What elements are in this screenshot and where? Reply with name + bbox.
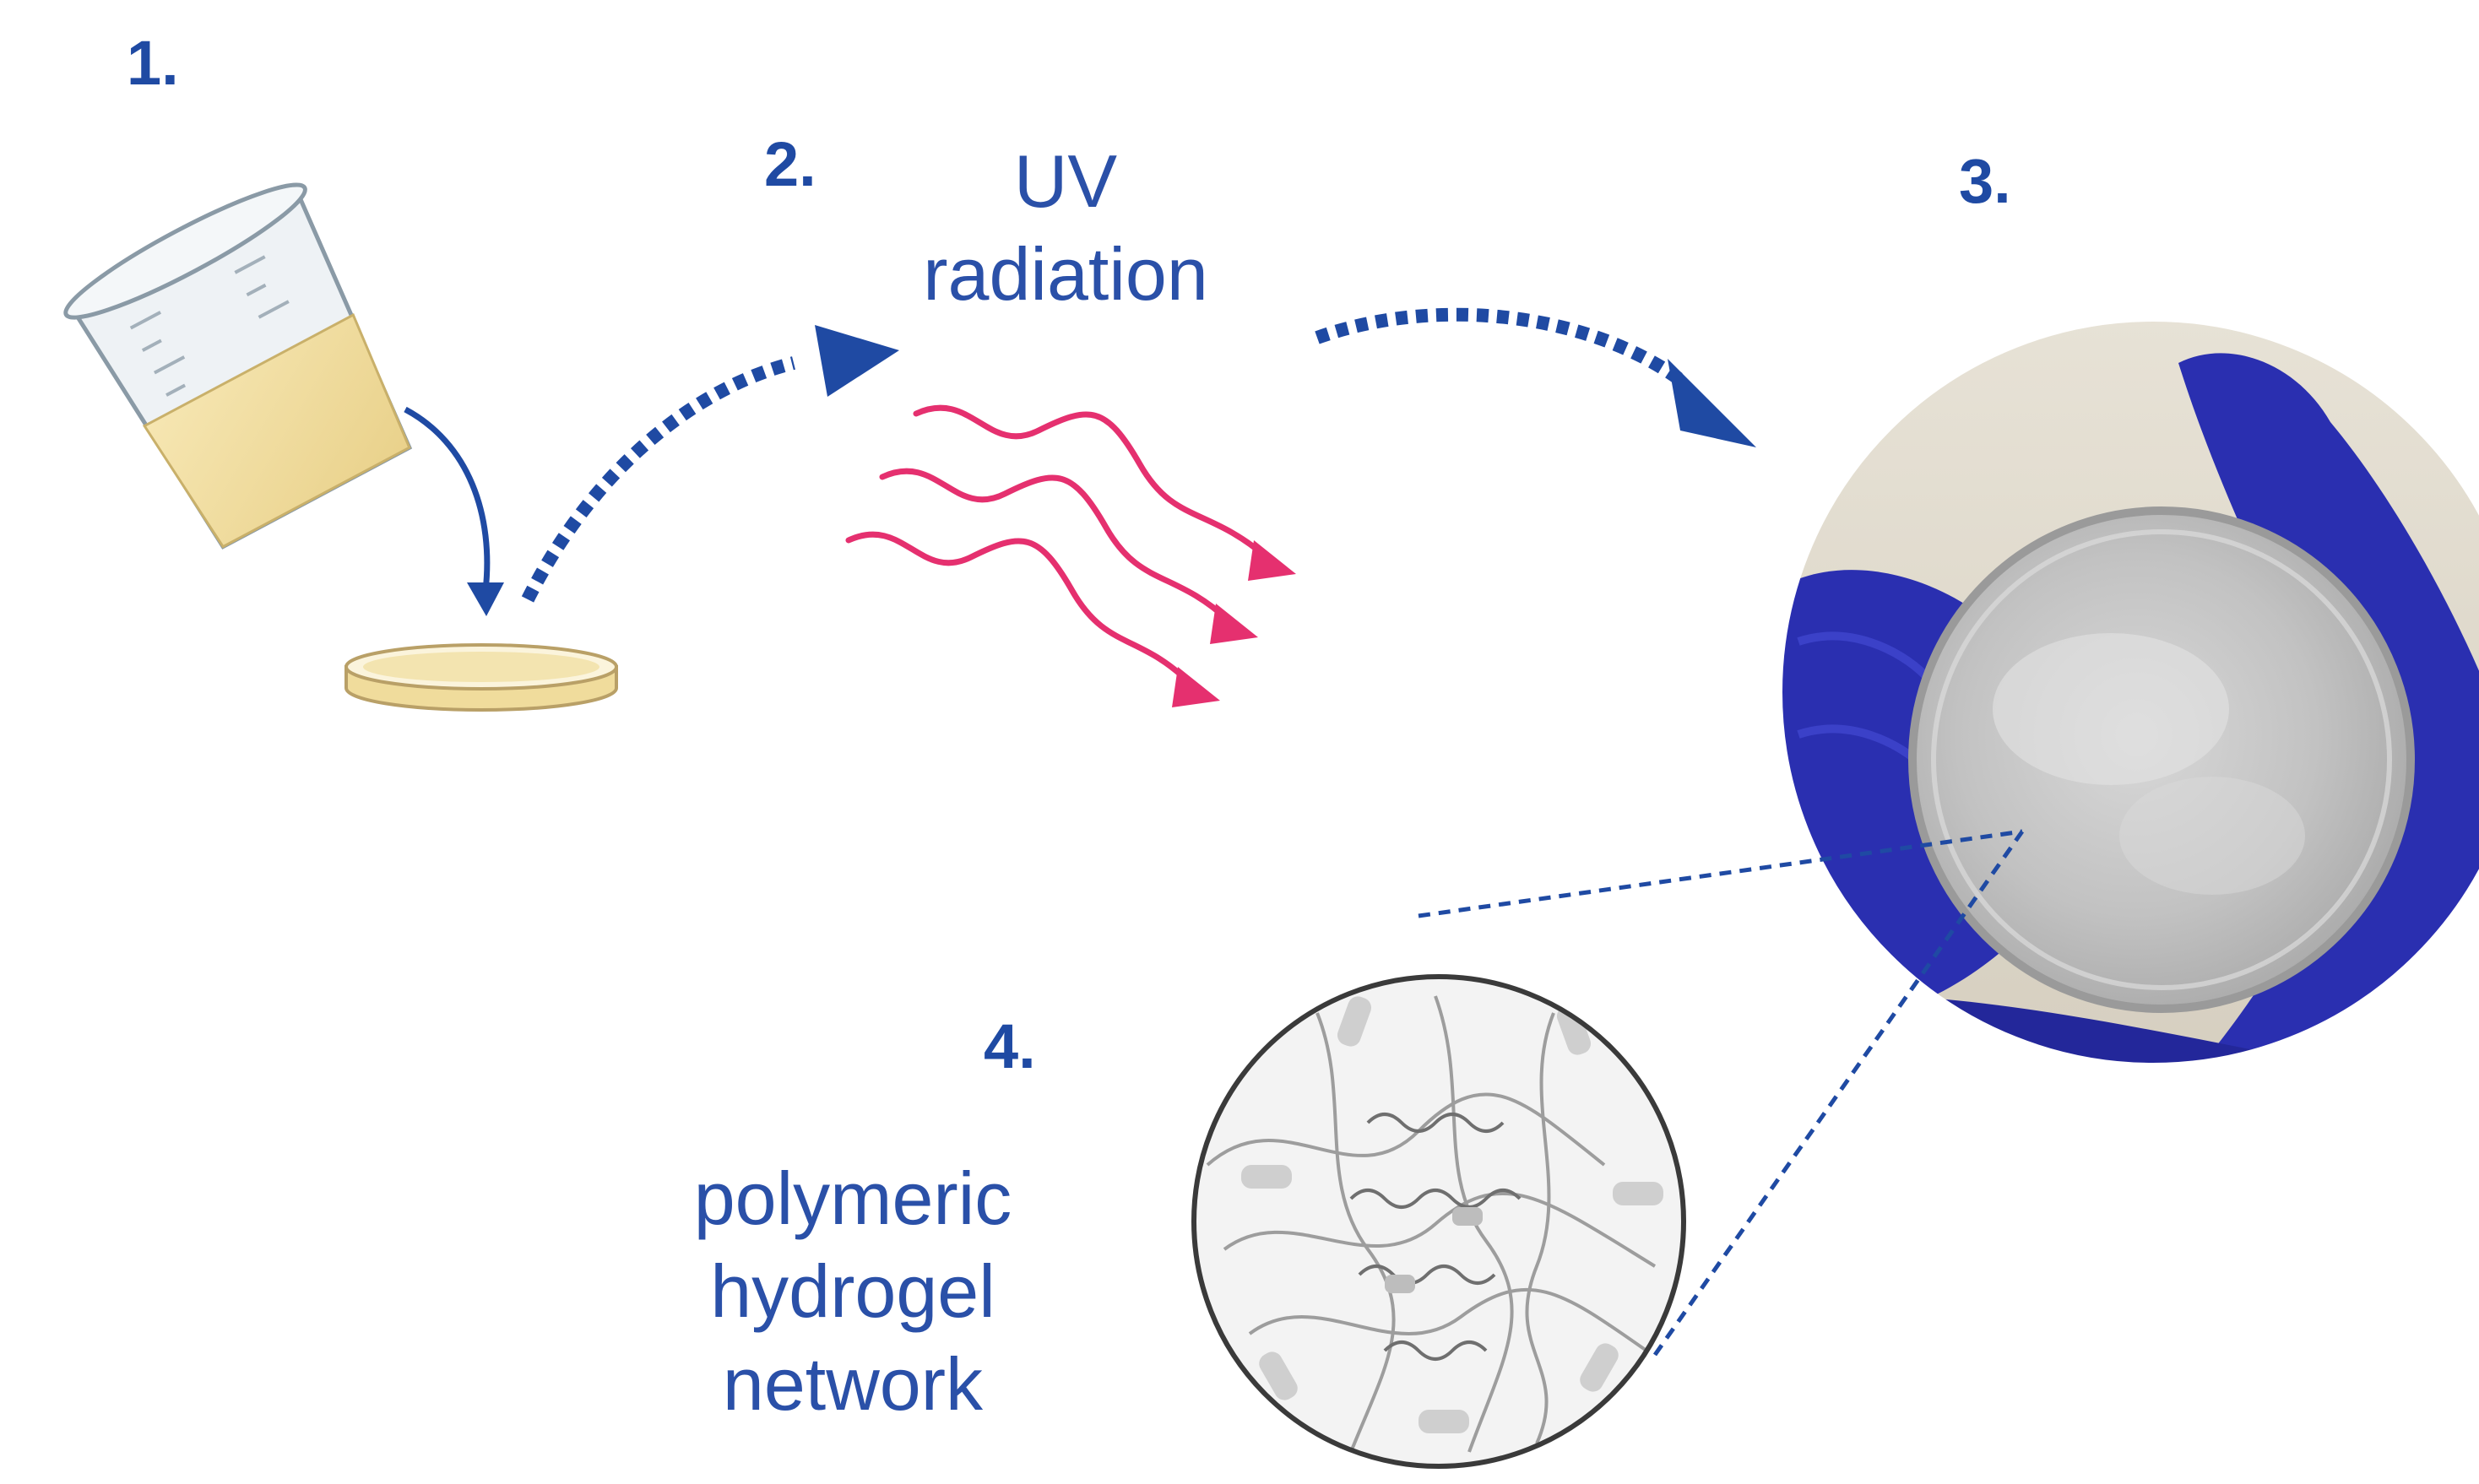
network-label-line2: hydrogel bbox=[710, 1249, 995, 1333]
flow-arrow-2-to-3 bbox=[1315, 307, 1684, 386]
petri-dish-icon bbox=[344, 643, 618, 712]
network-label-line1: polymeric bbox=[694, 1156, 1012, 1240]
step-4-number: 4. bbox=[984, 1011, 1036, 1081]
flow-arrowhead-2-to-3 bbox=[1668, 359, 1756, 447]
pour-arrow bbox=[404, 406, 491, 592]
beaker-icon bbox=[63, 182, 413, 550]
uv-wave-arrowheads bbox=[1172, 540, 1296, 707]
step-2-number: 2. bbox=[764, 129, 816, 199]
hydrogel-disc-photo bbox=[1781, 320, 2479, 1064]
polymer-network-zoom bbox=[1191, 974, 1686, 1469]
step-1-number: 1. bbox=[127, 28, 179, 98]
uv-label-line1: UV bbox=[1014, 139, 1118, 223]
step-3-number: 3. bbox=[1959, 146, 2011, 216]
flow-arrowhead-1-to-2 bbox=[815, 325, 899, 397]
uv-label-line2: radiation bbox=[923, 232, 1208, 316]
pour-arrowhead bbox=[467, 582, 504, 616]
uv-wave-icon bbox=[845, 404, 1270, 687]
network-label-line3: network bbox=[723, 1342, 984, 1426]
zoom-connector-lines bbox=[1418, 829, 2025, 1357]
flow-arrow-1-to-2 bbox=[521, 356, 795, 603]
